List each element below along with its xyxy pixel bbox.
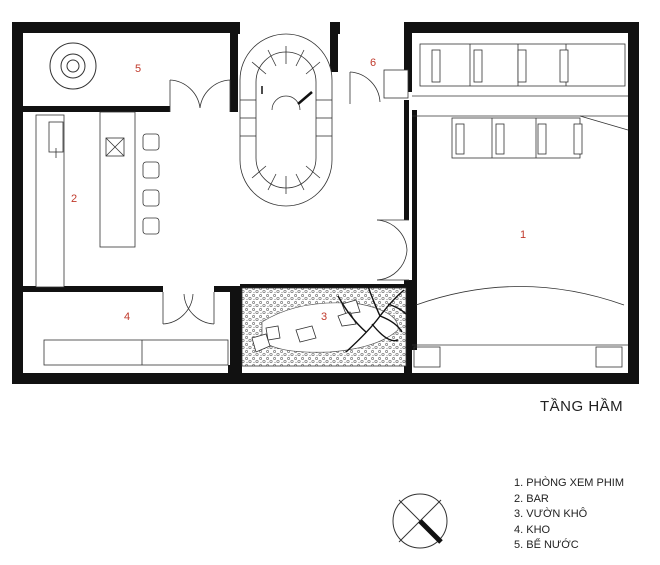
- storage-shelving: [43, 339, 229, 366]
- cinema-seat-icon: [419, 43, 626, 159]
- room-number-4: 4: [124, 311, 130, 323]
- legend-item: 5. BỂ NƯỚC: [514, 539, 579, 551]
- room-numbers: 5 6 2 1 4 3: [71, 57, 526, 323]
- interior-walls: [23, 22, 417, 378]
- dry-garden: [241, 287, 407, 367]
- legend-item: 3. VƯỜN KHÔ: [514, 508, 588, 520]
- room-number-1: 1: [520, 229, 526, 241]
- bar-stool-icon: [142, 133, 160, 235]
- legend-item: 2. BAR: [514, 492, 549, 505]
- equipment-cabinet: [383, 69, 409, 99]
- door-swings: [162, 71, 409, 325]
- room-legend: 1. PHÒNG XEM PHIM 2. BAR 3. VƯỜN KHÔ 4. …: [514, 476, 624, 554]
- legend-item: 4. KHO: [514, 523, 551, 536]
- room-number-6: 6: [370, 57, 376, 69]
- tree-branch-icon: [337, 285, 407, 353]
- water-tank: [49, 42, 97, 90]
- room-number-5: 5: [135, 63, 141, 75]
- spiral-stair-icon: [239, 33, 333, 207]
- room-number-2: 2: [71, 193, 77, 205]
- bar-furniture: [35, 111, 136, 288]
- legend-item: 1. PHÒNG XEM PHIM: [514, 477, 625, 489]
- drawing-title: TẦNG HẦM: [540, 398, 624, 415]
- room-number-3: 3: [321, 311, 327, 323]
- cinema-stepped-floor: [412, 95, 629, 368]
- north-arrow-icon: [392, 493, 448, 549]
